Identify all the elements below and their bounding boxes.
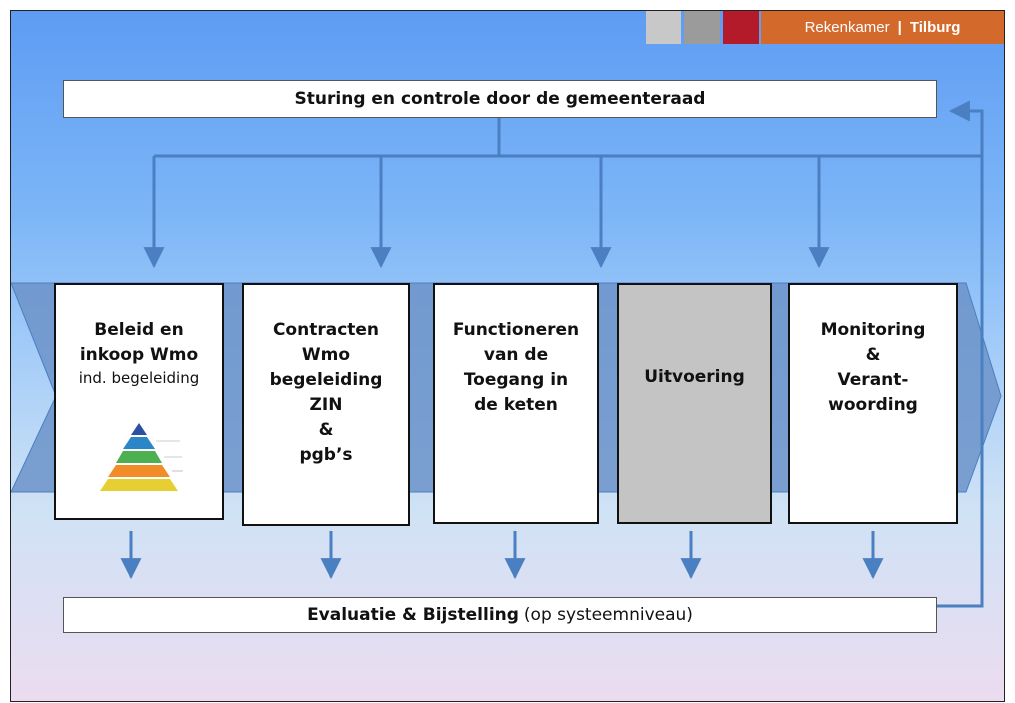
step-5-line-1: Monitoring [820,320,926,340]
brand-logo: Rekenkamer | Tilburg [761,11,1004,44]
step-5-line-4: woording [828,395,918,415]
step-beleid-inkoop: Beleid en inkoop Wmo ind. begeleiding [54,283,224,520]
header-swatch-gray [684,11,720,44]
step-4-line-1: Uitvoering [644,367,745,387]
step-1-subtitle: ind. begeleiding [78,369,200,387]
header-swatch-light-gray [646,11,681,44]
step-3-line-2: van de [483,345,549,365]
step-contracten: Contracten Wmo begeleiding ZIN & pgb’s [242,283,410,526]
step-2-line-5: & [318,420,334,440]
step-3-line-3: Toegang in [463,370,569,390]
step-2-line-3: begeleiding [269,370,383,390]
step-2-line-4: ZIN [309,395,343,415]
feedback-loop [937,100,984,608]
step-1-line-2: inkoop Wmo [79,345,199,365]
bottom-bar-normal: (op systeemniveau) [523,605,693,625]
step-5-line-3: Verant- [837,370,909,390]
top-bar: Sturing en controle door de gemeenteraad [63,80,937,118]
header-swatch-red [723,11,759,44]
step-2-line-2: Wmo [301,345,351,365]
step-2-line-1: Contracten [272,320,380,340]
step-3-line-1: Functioneren [452,320,580,340]
step-uitvoering: Uitvoering [617,283,772,524]
step-3-line-4: de keten [474,395,558,415]
brand-org: Rekenkamer [804,19,890,36]
brand-separator: | [897,19,902,36]
step-1-line-1: Beleid en [94,320,184,340]
step-5-line-2: & [865,345,881,365]
slide: Rekenkamer | Tilburg Sturing en controle… [10,10,1005,702]
step-functioneren-toegang: Functioneren van de Toegang in de keten [433,283,599,524]
step-2-line-6: pgb’s [299,445,353,465]
bottom-bar-bold: Evaluatie & Bijstelling [307,605,519,625]
bottom-bar: Evaluatie & Bijstelling (op systeemnivea… [63,597,937,633]
brand-city: Tilburg [909,19,961,36]
pyramid-icon [100,423,183,491]
step-monitoring: Monitoring & Verant- woording [788,283,958,524]
